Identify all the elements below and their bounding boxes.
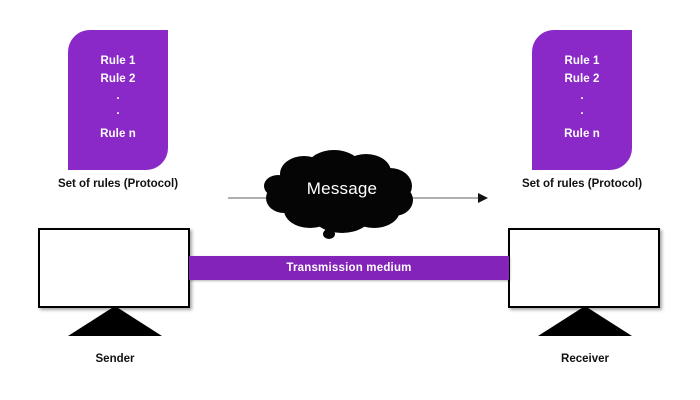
protocol-caption-receiver: Set of rules (Protocol) xyxy=(521,178,643,190)
rule-item-last: Rule n xyxy=(100,127,136,140)
sender-caption: Sender xyxy=(95,353,135,365)
receiver-caption: Receiver xyxy=(561,353,609,365)
message-cloud-icon xyxy=(264,150,413,239)
rule-item: Rule 2 xyxy=(100,72,136,85)
rule-item: Rule 1 xyxy=(100,55,136,67)
rule-item-last: Rule n xyxy=(564,127,600,140)
protocol-card-receiver: Rule 1 Rule 2 . . Rule n xyxy=(532,30,632,170)
rule-item: Rule 2 xyxy=(564,72,600,85)
rule-ellipsis-dot: . xyxy=(116,105,120,118)
transmission-medium-label: Transmission medium xyxy=(286,262,412,274)
transmission-medium-bar: Transmission medium xyxy=(189,256,509,280)
receiver-monitor-stand xyxy=(538,306,632,336)
rule-ellipsis-dot: . xyxy=(116,89,120,102)
sender-monitor-stand xyxy=(68,306,162,336)
sender-monitor xyxy=(38,228,190,308)
protocol-caption-sender: Set of rules (Protocol) xyxy=(57,178,179,190)
receiver-monitor xyxy=(508,228,660,308)
rule-item: Rule 1 xyxy=(564,55,600,67)
rule-ellipsis-dot: . xyxy=(580,105,584,118)
rule-ellipsis-dot: . xyxy=(580,89,584,102)
protocol-card-sender: Rule 1 Rule 2 . . Rule n xyxy=(68,30,168,170)
